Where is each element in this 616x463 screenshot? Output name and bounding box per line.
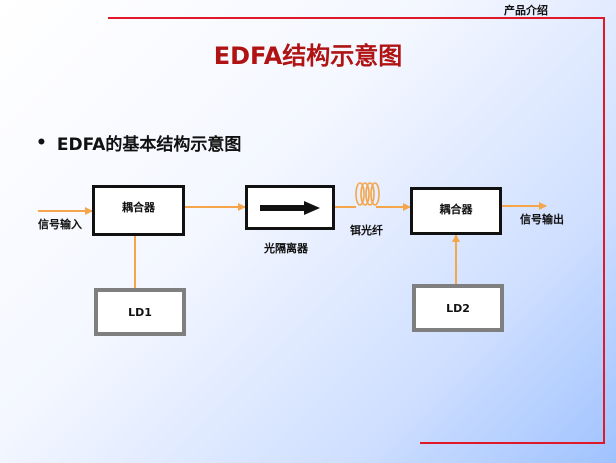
pump-laser-ld2-box: LD2: [412, 284, 504, 332]
pump-ld2-label: LD2: [446, 301, 470, 315]
bullet-dot-icon: •: [36, 132, 47, 153]
signal-input-label: 信号输入: [38, 218, 82, 231]
pump-ld1-label: LD1: [128, 305, 152, 319]
bullet-text: EDFA的基本结构示意图: [56, 135, 242, 155]
signal-output-label: 信号输出: [520, 213, 564, 226]
bullet-item: • EDFA的基本结构示意图: [36, 130, 242, 156]
coupler-right-box: 耦合器: [410, 187, 502, 235]
pump-laser-ld1-box: LD1: [94, 288, 186, 336]
isolator-label: 光隔离器: [264, 242, 308, 255]
section-label: 产品介绍: [504, 4, 548, 17]
coupler-left-box: 耦合器: [92, 185, 185, 236]
coupler-left-label: 耦合器: [122, 200, 155, 214]
erbium-fiber-coil-icon: [355, 182, 380, 206]
isolator-box: [245, 185, 335, 230]
slide-title: EDFA结构示意图: [213, 42, 403, 70]
coupler-right-label: 耦合器: [439, 203, 473, 216]
erbium-fiber-label: 铒光纤: [350, 224, 383, 237]
isolator-arrow-icon: [260, 200, 320, 215]
